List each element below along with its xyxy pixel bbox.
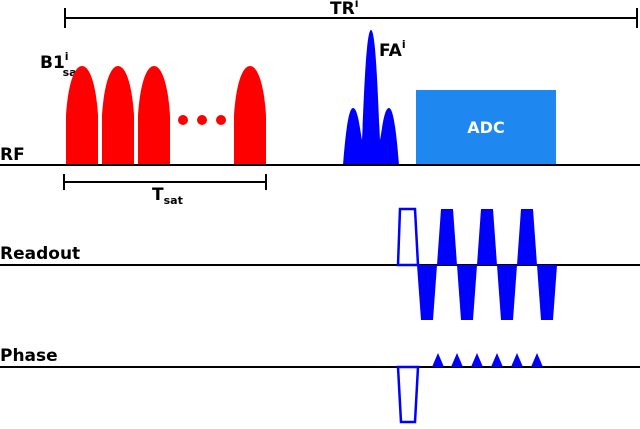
readout-prephaser	[396, 207, 420, 267]
phase-gradients	[396, 353, 543, 424]
rf-label: RF	[0, 145, 25, 165]
saturation-pulse	[102, 66, 134, 165]
tsat-label: Tsat	[152, 185, 183, 207]
phase-label: Phase	[0, 346, 58, 366]
readout-lobe-negative	[457, 265, 477, 320]
readout-lobe-negative	[537, 265, 557, 320]
fa-label: FAi	[379, 38, 406, 61]
tsat-bracket	[63, 174, 267, 190]
phase-blip	[511, 353, 523, 367]
readout-lobe-positive	[477, 209, 497, 265]
readout-lobe-negative	[417, 265, 437, 320]
saturation-pulse	[234, 66, 266, 165]
ellipsis-dot	[197, 115, 207, 125]
phase-blip	[531, 353, 543, 367]
phase-prephaser	[396, 365, 420, 424]
phase-blip	[451, 353, 463, 367]
adc-label: ADC	[467, 118, 504, 137]
readout-lobe-negative	[497, 265, 517, 320]
readout-lobe-positive	[437, 209, 457, 265]
readout-lobe-positive	[517, 209, 537, 265]
tr-label: TRi	[330, 0, 358, 19]
phase-blip	[471, 353, 483, 367]
saturation-pulse	[138, 66, 170, 165]
phase-blip	[432, 353, 444, 367]
tr-bracket	[64, 8, 638, 28]
readout-label: Readout	[0, 244, 80, 264]
saturation-pulses	[66, 66, 266, 165]
phase-blip	[491, 353, 503, 367]
adc-block	[416, 90, 556, 165]
ellipsis-dot	[178, 115, 188, 125]
saturation-pulse	[66, 66, 98, 165]
readout-gradients	[396, 207, 557, 320]
excitation-pulse	[343, 30, 399, 165]
ellipsis-dot	[216, 115, 226, 125]
